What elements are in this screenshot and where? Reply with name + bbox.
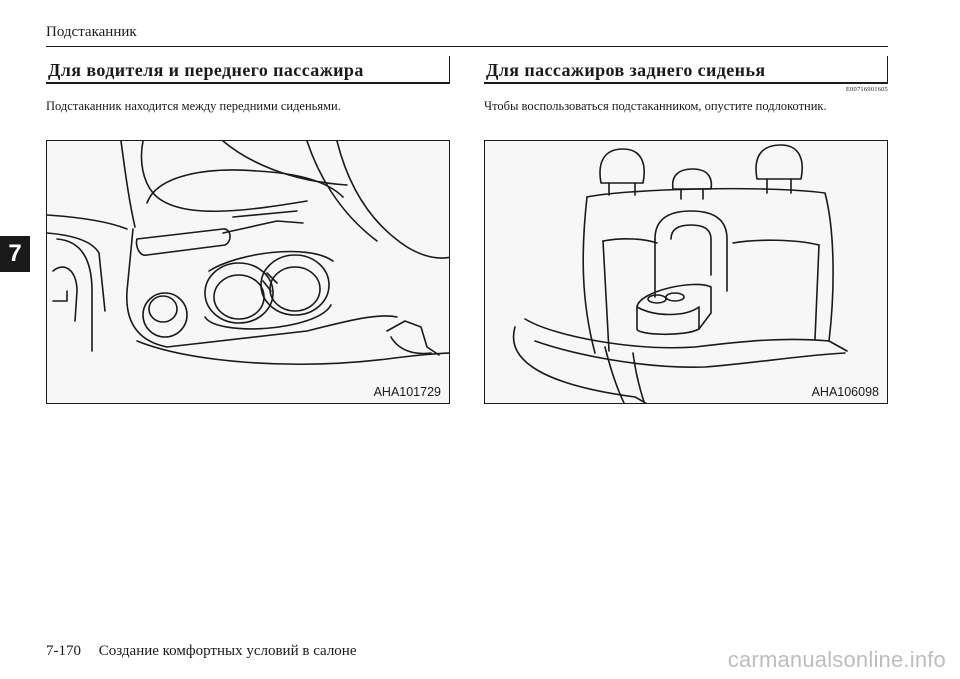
front-figure-label: AHA101729 xyxy=(371,385,443,399)
header-rule xyxy=(46,46,888,47)
front-cupholder-illustration: AHA101729 xyxy=(46,140,450,404)
rear-cupholder-text: Чтобы воспользоваться подстаканником, оп… xyxy=(484,99,827,113)
document-code: E00716901605 xyxy=(845,86,888,93)
watermark: carmanualsonline.info xyxy=(727,647,946,672)
section-title-rear: Для пассажиров заднего сиденья xyxy=(484,56,888,84)
page-footer: 7-170 Создание комфортных условий в сало… xyxy=(46,643,357,660)
running-head-title: Подстаканник xyxy=(46,24,137,40)
footer-chapter-title: Создание комфортных условий в салоне xyxy=(98,643,357,659)
section-title-front: Для водителя и переднего пассажира xyxy=(46,56,450,84)
chapter-tab: 7 xyxy=(0,236,30,272)
rear-armrest-illustration: AHA106098 xyxy=(484,140,888,404)
front-cupholder-text: Подстаканник находится между передними с… xyxy=(46,99,341,113)
page-number: 7-170 xyxy=(46,643,81,659)
rear-figure-label: AHA106098 xyxy=(809,385,881,399)
